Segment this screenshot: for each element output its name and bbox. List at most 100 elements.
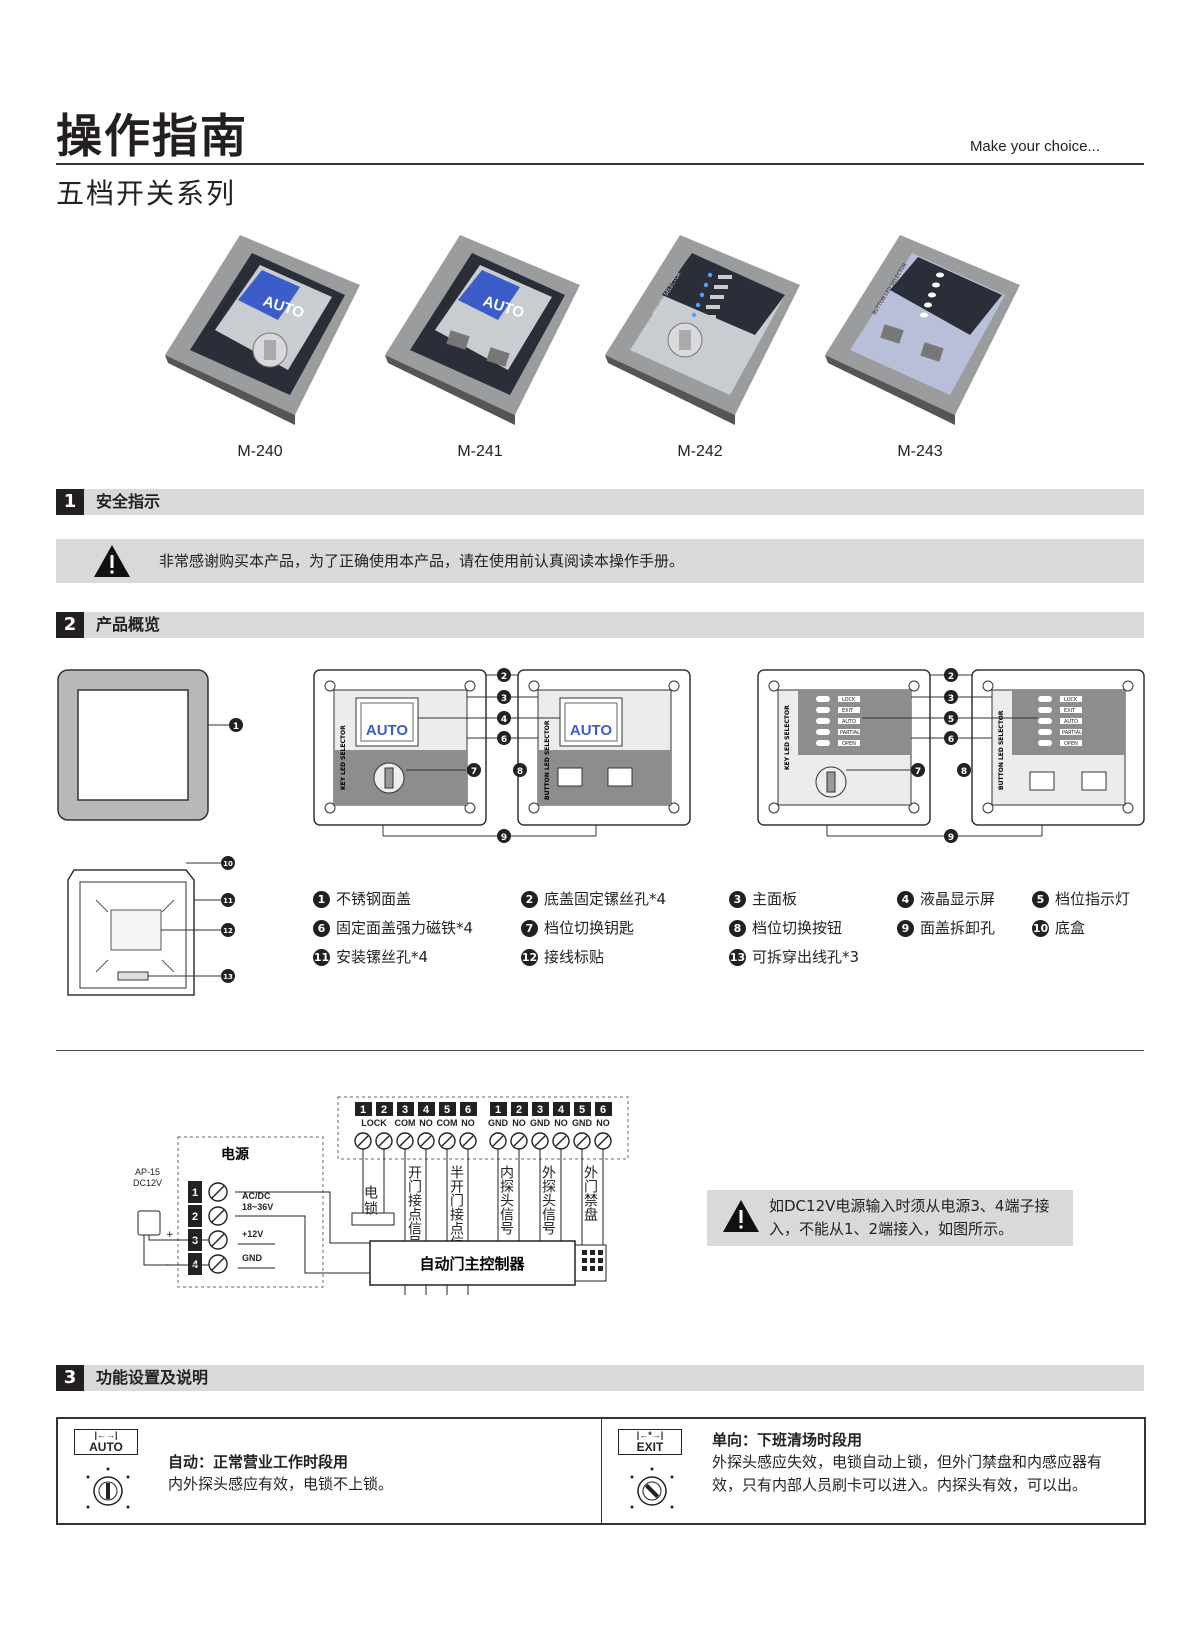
button-led-panel-label: BUTTON LED SELECTOR [998, 710, 1005, 790]
key-panel-label: KEY LED SELECTOR [340, 725, 347, 790]
function-table: |←→|AUTO 自动：正常营业工作时段用 内外探头感应有效，电锁不上锁。 |←… [56, 1417, 1146, 1525]
terminal-number: 3 [537, 1104, 543, 1116]
section-title: 功能设置及说明 [96, 1368, 209, 1387]
terminal-label: GND [488, 1118, 509, 1128]
terminal-label: COM [437, 1118, 458, 1128]
mode-label: LOCK [1064, 697, 1078, 703]
product-image-m241: AUTO BUTTON LED SELECTOR [380, 235, 580, 455]
power-terminal-number: 3 [192, 1235, 198, 1247]
svg-text:3: 3 [948, 694, 954, 704]
auto-mode-desc: 内外探头感应有效，电锁不上锁。 [168, 1475, 394, 1493]
svg-text:2: 2 [501, 672, 507, 682]
page-title: 操作指南 [56, 109, 248, 163]
terminal-number: 2 [516, 1104, 522, 1116]
section-title: 安全指示 [96, 492, 161, 511]
section-number: 1 [56, 489, 84, 515]
key-panel-display: AUTO [366, 722, 409, 739]
signal-label: 外门禁盘 [582, 1165, 598, 1221]
power-terminal-number: 2 [192, 1211, 198, 1223]
svg-text:8: 8 [961, 767, 967, 777]
terminal-label: NO [554, 1118, 568, 1128]
wiring-note-text: 如DC12V电源输入时须从电源3、4端子接入，不能从1、2端接入，如图所示。 [769, 1197, 1050, 1238]
safety-notice-text: 非常感谢购买本产品，为了正确使用本产品，请在使用前认真阅读本操作手册。 [159, 552, 685, 570]
exit-mode-badge: |←*→|EXIT [618, 1429, 682, 1455]
auto-mode-badge: |←→|AUTO [74, 1429, 138, 1455]
svg-text:10: 10 [223, 860, 233, 868]
wiring-diagram: 1 2 3 4 5 6 1 2 3 4 5 6 LOCK COM NO COM … [133, 1096, 629, 1295]
button-panel-display: AUTO [570, 722, 613, 739]
terminal-number: 3 [402, 1104, 408, 1116]
svg-text:9: 9 [501, 833, 507, 843]
terminal-number: 6 [600, 1104, 606, 1116]
terminal-number: 1 [495, 1104, 501, 1116]
power-terminal-number: 1 [192, 1187, 198, 1199]
section-divider [56, 1050, 1144, 1051]
power-title: 电源 [221, 1146, 249, 1163]
power-adapter-icon [137, 1210, 161, 1236]
key-led-panel-label: KEY LED SELECTOR [784, 705, 791, 770]
svg-text:1: 1 [233, 722, 239, 732]
terminal-label: NO [596, 1118, 610, 1128]
svg-text:12: 12 [223, 927, 233, 935]
terminal-label: NO [419, 1118, 433, 1128]
exit-mode-desc: 外探头感应失效，电锁自动上锁，但外门禁盘和内感应器有效，只有内部人员刷卡可以进入… [712, 1453, 1103, 1494]
exit-mode-title: 单向：下班清场时段用 [712, 1431, 863, 1449]
section-number: 2 [56, 612, 84, 638]
product-image-m240: AUTO KEY LED SELECTOR [160, 235, 360, 455]
svg-text:2: 2 [948, 672, 954, 682]
button-led-panel-front: BUTTON LED SELECTOR LOCK EXIT AUTO PARTI… [971, 669, 1145, 826]
mode-label: AUTO [1064, 719, 1078, 725]
mode-label: OPEN [1064, 741, 1078, 747]
terminal-number: 5 [579, 1104, 585, 1116]
svg-text:7: 7 [915, 767, 921, 777]
terminal-number: 4 [558, 1104, 565, 1116]
mode-label: EXIT [1064, 708, 1076, 714]
terminal-label: NO [461, 1118, 475, 1128]
terminal-number: 5 [444, 1104, 450, 1116]
button-panel-front: AUTO BUTTON LED SELECTOR [517, 669, 691, 826]
header-divider [56, 163, 1144, 165]
section-number: 3 [56, 1365, 84, 1391]
controller-label: 自动门主控制器 [419, 1255, 525, 1273]
terminal-number: 2 [381, 1104, 387, 1116]
section-header-functions: 3 功能设置及说明 [56, 1365, 1144, 1391]
product-label-m243: M-243 [897, 443, 943, 460]
section-header-overview: 2 产品概览 [56, 612, 1144, 638]
page-subtitle: 五档开关系列 [56, 177, 237, 210]
svg-text:4: 4 [501, 715, 507, 725]
product-overview-diagram: 1 AUTO KEY LED SELECTOR AUTO BUTTON LED … [57, 668, 1145, 996]
auto-mode-title: 自动：正常营业工作时段用 [168, 1453, 349, 1471]
svg-text:5: 5 [948, 715, 954, 725]
product-image-m242: KEY LED SELECTOR [600, 235, 800, 455]
signal-label: 内探头信号 [498, 1165, 514, 1235]
mode-label: EXIT [842, 708, 854, 714]
wiring-note: 如DC12V电源输入时须从电源3、4端子接入，不能从1、2端接入，如图所示。 [707, 1190, 1073, 1246]
power-label: GND [242, 1253, 263, 1263]
warning-icon [723, 1200, 759, 1232]
signal-label: 外探头信号 [540, 1165, 556, 1235]
tagline: Make your choice... [969, 138, 1100, 155]
terminal-label: GND [572, 1118, 593, 1128]
section-title: 产品概览 [96, 615, 161, 634]
product-label-m240: M-240 [237, 443, 283, 460]
safety-notice: 非常感谢购买本产品，为了正确使用本产品，请在使用前认真阅读本操作手册。 [56, 539, 1144, 583]
button-panel-label: BUTTON LED SELECTOR [544, 720, 551, 800]
key-led-panel-front: KEY LED SELECTOR LOCK EXIT AUTO PARTIAL … [757, 669, 931, 826]
signal-label: 半开门接点信号 [448, 1165, 464, 1263]
section-header-safety: 1 安全指示 [56, 489, 1144, 515]
svg-text:6: 6 [948, 735, 954, 745]
signal-label: 电锁 [362, 1185, 378, 1217]
signal-label: 开门接点信号 [406, 1165, 422, 1249]
svg-text:11: 11 [223, 897, 233, 905]
function-divider [601, 1419, 602, 1523]
terminal-label: GND [530, 1118, 551, 1128]
bottom-box-diagram [67, 869, 195, 996]
terminal-number: 6 [465, 1104, 471, 1116]
product-image-m243: BUTTON LED SELECTOR [820, 235, 1020, 455]
